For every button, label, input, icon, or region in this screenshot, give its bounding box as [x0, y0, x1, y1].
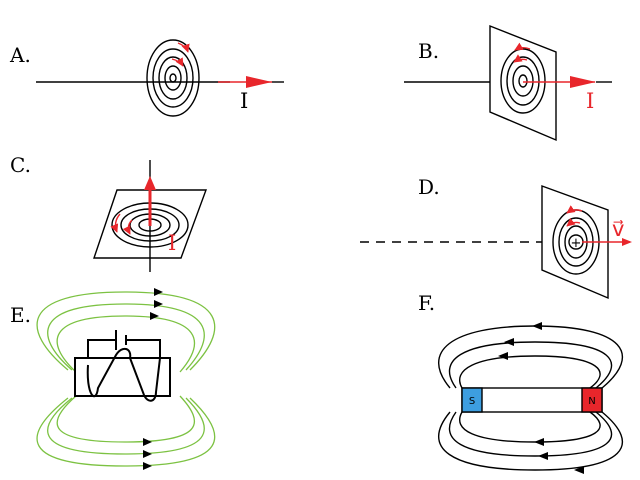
field-direction-arrows-e [143, 288, 163, 470]
arrowhead-icon [570, 76, 596, 88]
charge-symbol-d: + [571, 236, 582, 251]
panel-e-label: E. [10, 303, 31, 327]
field-circles-b [500, 48, 546, 114]
south-label: S [469, 396, 475, 407]
current-label-a: I [240, 89, 248, 113]
panel-d-label: D. [418, 175, 440, 199]
field-circles-a [146, 39, 200, 117]
panel-f-label: F. [418, 291, 435, 315]
field-direction-arrows-d [566, 205, 583, 227]
panel-a-label: A. [9, 43, 31, 67]
solenoid-body [74, 357, 171, 397]
panel-c-label: C. [10, 153, 31, 177]
field-direction-arrows-c [110, 213, 133, 235]
field-direction-arrows-b [513, 42, 531, 63]
field-direction-arrows-a [171, 42, 190, 67]
panel-e: E. [10, 288, 216, 470]
panel-b: B. I [404, 24, 612, 142]
current-label-c: I [168, 231, 176, 255]
panel-d: D. + v⃗ [360, 175, 632, 300]
magnet-north-pole [581, 387, 603, 413]
coil-icon [86, 347, 161, 402]
bar-magnet-icon: S N [461, 387, 603, 413]
arrowhead-icon [144, 176, 156, 190]
panel-a: A. I [9, 39, 284, 117]
field-lines-e [36, 291, 216, 467]
plane-b [489, 24, 557, 142]
north-label: N [588, 396, 595, 407]
magnet-south-pole [461, 387, 483, 413]
current-label-b: I [586, 89, 594, 113]
panel-f: F. S N [418, 291, 624, 474]
velocity-label-d: v⃗ [612, 217, 624, 241]
arrowhead-icon [622, 238, 632, 246]
field-direction-arrows-f [498, 322, 584, 474]
panel-c: C. I [10, 153, 208, 272]
arrowhead-icon [246, 76, 272, 88]
battery-icon [87, 330, 161, 365]
panel-b-label: B. [418, 39, 439, 63]
